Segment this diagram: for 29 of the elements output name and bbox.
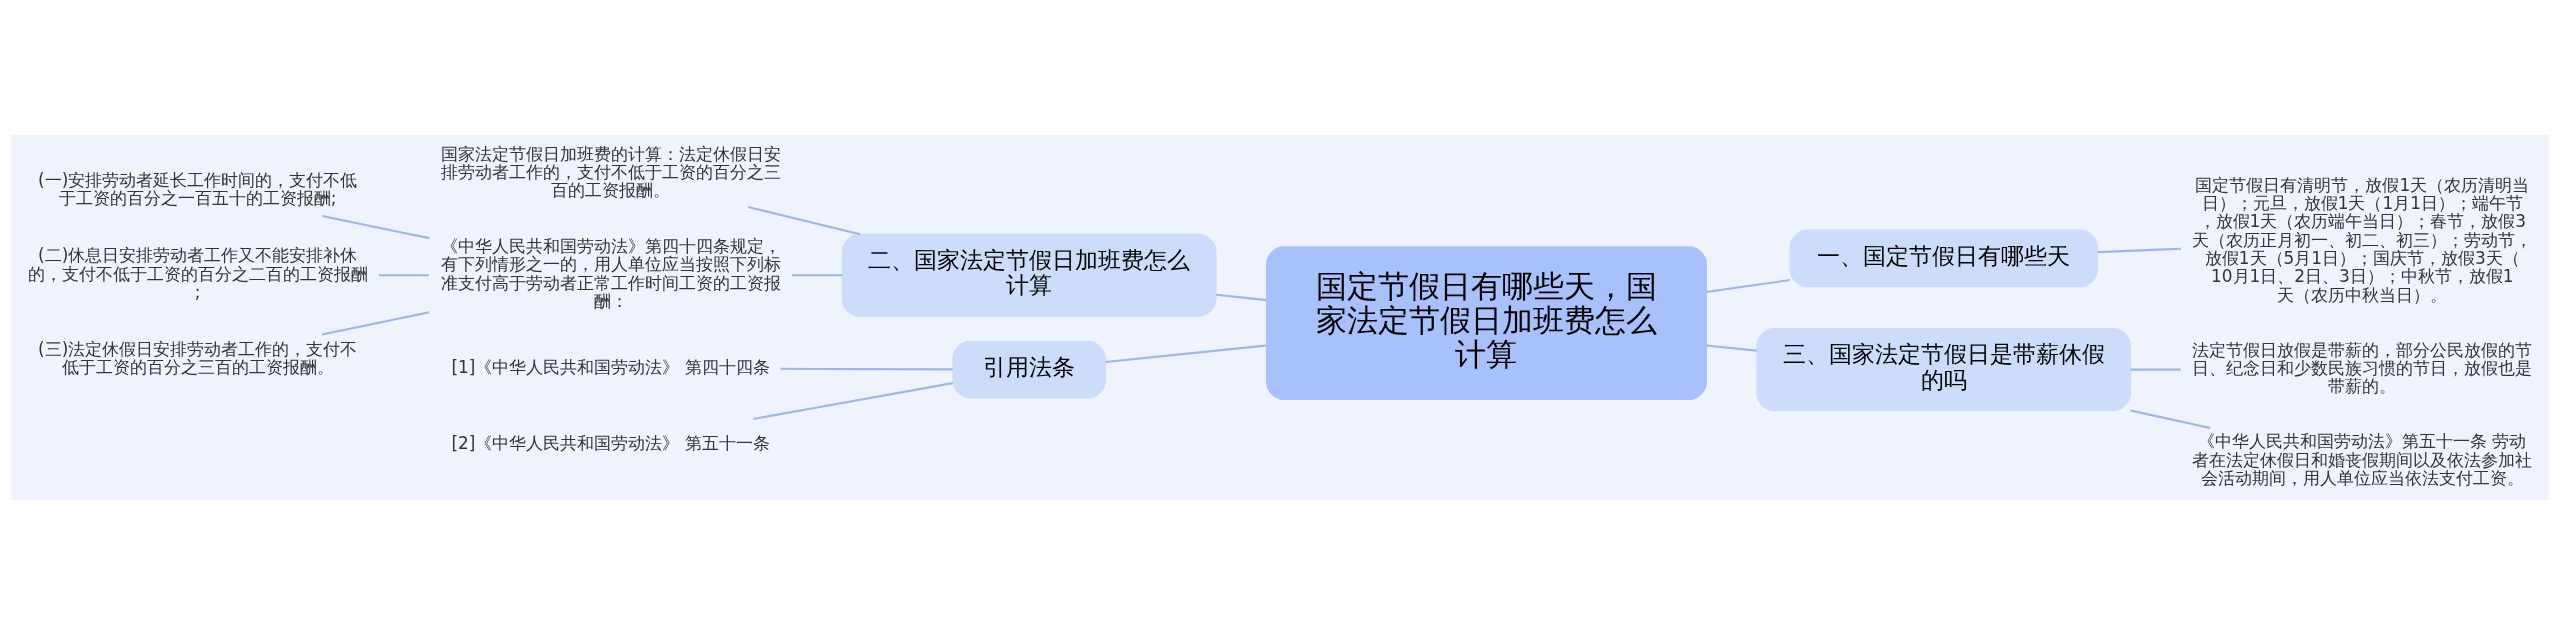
node-text: 国定节假日有清明节，放假1天（农历清明当日）；元旦，放假1天（1月1日）；端午节，放假1天（农历端午当日）；春节，放假3天（农历正月初一、初二、初三）；劳动节，放假1天（5月1日）；国庆节，放假3天（10月1日、2日、3日）；中秋节，放假1天（农历中秋当日）。	[2192, 174, 2533, 305]
node-text: 《中华人民共和国劳动法》第五十一条 劳动者在法定休假日和婚丧假期间以及依法参加社会活动期间，用人单位应当依法支付工资。	[2192, 431, 2533, 488]
node-text: 《中华人民共和国劳动法》第四十四条规定，有下列情形之一的，用人单位应当按照下列标准支付高于劳动者正常工作时间工资的工资报酬：	[440, 236, 781, 312]
connector	[1105, 344, 1267, 363]
node-box: 二、国家法定节假日加班费怎么计算	[841, 233, 1217, 317]
connector	[1215, 293, 1267, 302]
node-text: (三)法定休假日安排劳动者工作的，支付不低于工资的百分之三百的工资报酬。	[38, 338, 358, 378]
connector	[780, 367, 953, 371]
node-box: 引用法条	[952, 340, 1106, 399]
node-text: 法定节假日放假是带薪的，部分公民放假的节日、纪念日和少数民族习惯的节日，放假也是带薪的。	[2192, 339, 2533, 397]
connector	[1706, 344, 1757, 352]
connector	[321, 311, 430, 336]
node-text: [1]《中华人民共和国劳动法》 第四十四条	[451, 356, 770, 377]
connector	[2130, 409, 2211, 430]
node-box: 三、国家法定节假日是带薪休假的吗	[1756, 328, 2132, 412]
node-text: [2]《中华人民共和国劳动法》 第五十一条	[451, 432, 770, 453]
connector	[753, 382, 953, 420]
connector	[1706, 279, 1790, 293]
connector	[791, 274, 843, 277]
node-text: 国家法定节假日加班费的计算：法定休假日安排劳动者工作的，支付不低于工资的百分之三百的工资报酬。	[440, 143, 781, 201]
node-box: 国定节假日有哪些天，国家法定节假日加班费怎么计算	[1265, 246, 1707, 400]
connector	[2130, 368, 2181, 371]
node-box: 一、国定节假日有哪些天	[1789, 229, 2099, 288]
node-text: (一)安排劳动者延长工作时间的，支付不低于工资的百分之一百五十的工资报酬;	[38, 169, 358, 209]
node-text: (二)休息日安排劳动者工作又不能安排补休的，支付不低于工资的百分之二百的工资报酬;	[27, 245, 368, 302]
connector	[747, 205, 861, 236]
connector	[378, 274, 429, 277]
connector	[321, 215, 430, 240]
connector	[2097, 247, 2182, 254]
